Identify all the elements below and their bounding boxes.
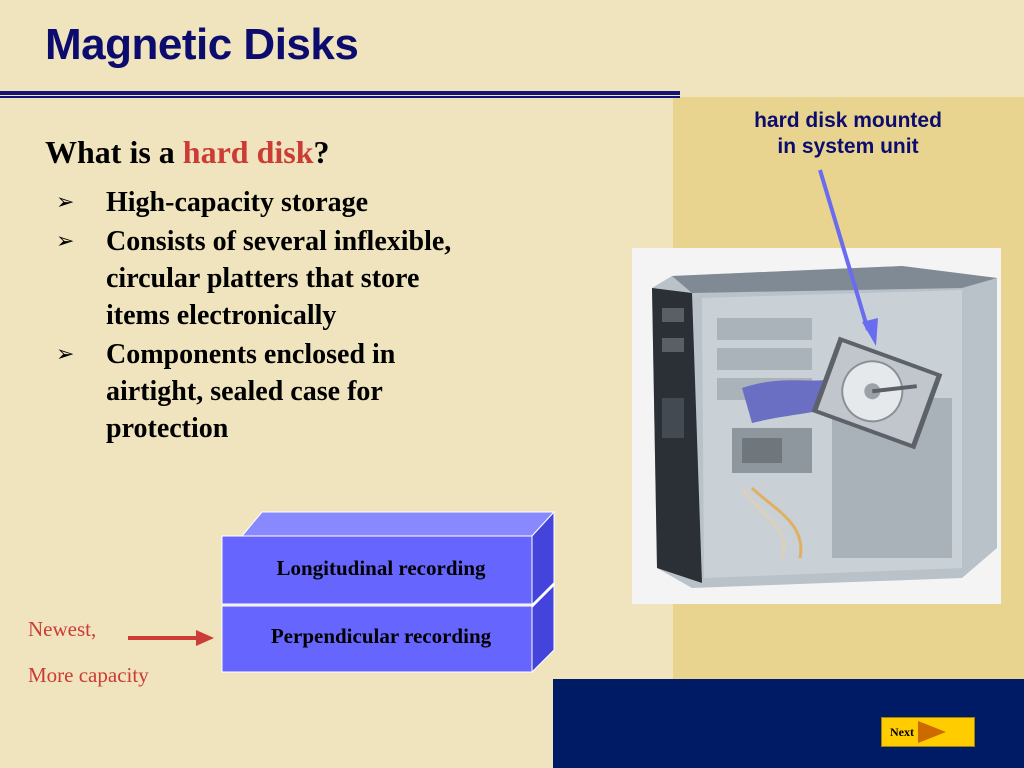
bullet-item: ➢ High-capacity storage	[52, 184, 482, 221]
caption-line-2: in system unit	[777, 135, 919, 158]
next-button-label: Next	[890, 725, 914, 739]
newest-note: Newest, More capacity	[28, 606, 149, 698]
bullet-item: ➢ Components enclosed in airtight, sealed…	[52, 336, 482, 447]
bullet-list: ➢ High-capacity storage ➢ Consists of seve…	[52, 184, 482, 449]
title-rule-thin	[0, 96, 680, 98]
newest-note-line-2: More capacity	[28, 663, 149, 687]
next-button[interactable]: Next	[881, 717, 975, 747]
question-heading: What is a hard disk?	[45, 134, 330, 171]
bullet-text: High-capacity storage	[106, 187, 369, 218]
question-suffix: ?	[313, 134, 330, 170]
bottom-layer-label: Perpendicular recording	[270, 624, 492, 648]
play-arrow-icon	[918, 721, 946, 743]
slide-title: Magnetic Disks	[45, 20, 359, 69]
question-highlight: hard disk	[182, 134, 314, 170]
system-unit-illustration	[632, 248, 1001, 604]
newest-note-line-1: Newest,	[28, 617, 97, 641]
bullet-text: Components enclosed in airtight, sealed …	[106, 339, 396, 444]
caption-line-1: hard disk mounted	[754, 109, 942, 132]
bullet-item: ➢ Consists of several inflexible, circula…	[52, 223, 482, 334]
bullet-text: Consists of several inflexible, circular…	[106, 226, 452, 331]
title-rule-thick	[0, 91, 680, 95]
arrow-bullet-icon: ➢	[56, 342, 75, 367]
figure-caption: hard disk mounted in system unit	[720, 108, 976, 160]
arrow-bullet-icon: ➢	[56, 229, 75, 254]
question-prefix: What is a	[45, 134, 183, 170]
recording-stack-shape	[221, 510, 556, 674]
recording-stack: Longitudinal recording Perpendicular rec…	[220, 510, 560, 680]
arrow-bullet-icon: ➢	[56, 190, 75, 215]
top-layer-label: Longitudinal recording	[276, 556, 486, 580]
system-unit-photo	[632, 248, 1001, 604]
